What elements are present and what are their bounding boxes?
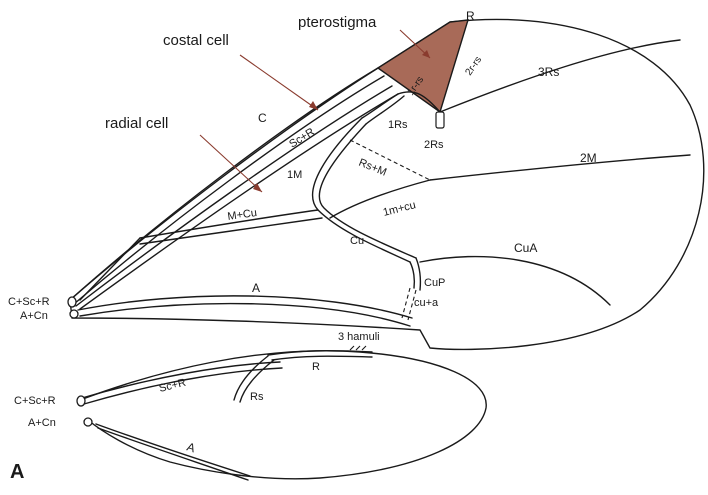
label-fw-cup: CuP [424,277,445,289]
label-fw-1rs: 1Rs [388,119,408,131]
hindwing [77,346,486,480]
callout-radial-cell: radial cell [105,115,168,132]
label-hw-rs: Rs [250,391,264,403]
vein-a-lower [80,304,410,326]
label-hw-r: R [312,361,320,373]
label-fw-cua: CuA [514,241,537,255]
hindwing-r-b [272,356,372,360]
hindwing-a-upper [96,424,250,476]
panel-label: A [10,461,24,483]
label-hw-sc-r: Sc+R [158,377,187,395]
label-hw-base-a-cn: A+Cn [28,417,56,429]
forewing-base-c-sc-r [68,297,76,307]
hindwing-hamuli [350,346,366,350]
label-fw-1m-cu: 1m+cu [382,199,417,219]
label-fw-rs-m: Rs+M [357,157,388,179]
vein-1m-cu [330,180,430,218]
label-fw-1m: 1M [287,169,302,181]
label-fw-base-c-sc-r: C+Sc+R [8,296,50,308]
hindwing-base-c-sc-r [77,396,85,406]
label-fw-cu-a: cu+a [414,297,439,309]
vein-1m-b [319,124,416,258]
label-fw-2r-rs: 2r-rs [463,55,484,78]
forewing-base-a-cn [70,310,78,318]
callout-costal-cell: costal cell [163,32,229,49]
hindwing-r [268,351,372,355]
arrow-costal-cell [240,55,318,110]
hindwing-base-a-cn [84,418,92,426]
label-fw-a: A [252,281,260,295]
label-fw-cu: Cu [350,235,364,247]
vein-cu-down-b [416,258,420,290]
labels: pterostigma costal cell radial cell R 1r… [8,9,597,483]
label-fw-r: R [466,9,475,23]
label-fw-c: C [258,111,267,125]
label-fw-base-a-cn: A+Cn [20,310,48,322]
hindwing-a-lower [98,428,248,480]
hindwing-outline [80,351,486,479]
label-hw-hamuli: 3 hamuli [338,331,380,343]
label-fw-2m: 2M [580,151,597,165]
vein-m-cu-base [80,238,140,300]
vein-cu-a [402,288,410,318]
vein-cu-down [410,262,414,288]
vein-cua [420,257,610,305]
vein-3rs [440,40,680,112]
label-hw-a: A [185,440,197,456]
vein-2m [430,155,690,180]
label-fw-3rs: 3Rs [538,65,559,79]
label-fw-2rs: 2Rs [424,139,444,151]
label-fw-m-cu: M+Cu [227,207,258,223]
forewing [68,19,704,349]
vein-costa-lower [74,76,384,304]
vein-2rs-stub [436,112,444,128]
callout-pterostigma: pterostigma [298,14,377,31]
label-hw-base-c-sc-r: C+Sc+R [14,395,56,407]
